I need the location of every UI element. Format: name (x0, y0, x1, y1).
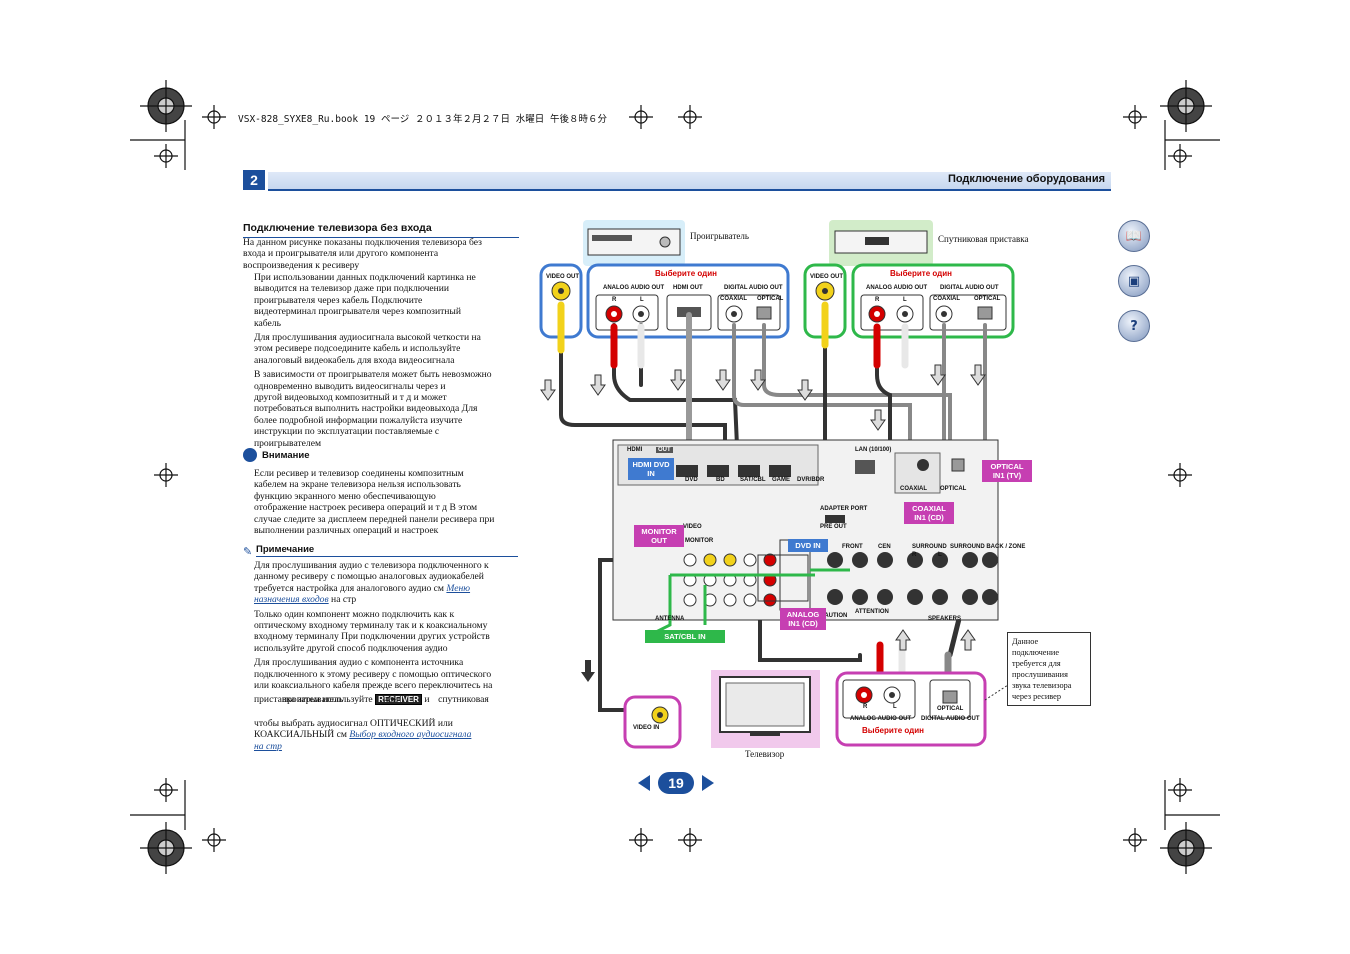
chapter-band: Подключение оборудования (268, 172, 1111, 191)
panel-dvrbdr-label: DVR/BDR (797, 477, 825, 483)
remote-icon[interactable]: ▣ (1118, 265, 1150, 297)
panel-r-label: R (912, 552, 917, 558)
panel-speakers-label: SPEAKERS (928, 616, 962, 622)
satellite-caption: Спутниковая приставка (938, 234, 1029, 244)
panel-surround-label: SURROUND (912, 544, 947, 550)
panel-dvd-label: DVD (685, 477, 698, 483)
panel-lan-label: LAN (10/100) (855, 447, 892, 453)
caution-title: Внимание (262, 450, 310, 461)
tv-video-in-label: VIDEO IN (633, 725, 660, 731)
tag-sat-cbl-in: SAT/CBL IN (645, 630, 725, 643)
pencil-icon: ✎ (243, 545, 253, 558)
panel-attention-label: ATTENTION (855, 609, 889, 615)
tv-analog-label: ANALOG AUDIO OUT (850, 716, 912, 722)
panel-antenna-label: ANTENNA (655, 616, 685, 622)
panel-monitor-label: MONITOR (685, 538, 714, 544)
page-ref-link[interactable]: на стр (254, 740, 282, 752)
tv-video-in-box (623, 695, 682, 749)
panel-front-label: FRONT (842, 544, 863, 550)
intro-text: На данном рисунке показаны подключения т… (243, 237, 482, 271)
section-heading: Подключение телевизора без входа (243, 222, 519, 238)
sat-l-label: L (903, 297, 907, 303)
panel-caution-label: CAUTION (820, 613, 848, 619)
next-page-icon[interactable] (702, 775, 714, 791)
book-icon[interactable]: 📖 (1118, 220, 1150, 252)
tag-hdmi-dvd-in: HDMI DVD IN (628, 458, 674, 480)
player-caption: Проигрыватель (690, 231, 749, 241)
receiver-button-glyph: RECEIVER (375, 694, 422, 706)
tv-l-label: L (893, 704, 897, 710)
panel-l-label: L (938, 552, 942, 558)
player-choose-one: Выберите один (655, 269, 718, 278)
panel-bd-label: BD (716, 477, 725, 483)
panel-satcbl-label: SAT/CBL (740, 477, 766, 483)
player-coaxial-label: COAXIAL (720, 296, 747, 302)
sat-choose-one: Выберите один (890, 269, 953, 278)
panel-hdmi-label: HDMI (627, 447, 643, 453)
panel-preout-label: PRE OUT (820, 524, 847, 530)
note-text: Для прослушивания аудио с телевизора под… (254, 560, 493, 752)
menu-link[interactable]: Меню (446, 582, 471, 594)
bullet-3: В зависимости от проигрывателя может быт… (254, 369, 492, 449)
sat-analog-label: ANALOG AUDIO OUT (866, 285, 928, 291)
caution-text: Если ресивер и телевизор соединены компо… (254, 468, 495, 537)
player-hdmi-label: HDMI OUT (673, 285, 703, 291)
tv-caption: Телевизор (745, 749, 785, 759)
tag-dvd-in: DVD IN (788, 539, 828, 552)
bullet-list: При использовании данных подключений кар… (254, 272, 524, 449)
panel-center-label: CEN (878, 544, 891, 550)
player-video-out-label: VIDEO OUT (546, 274, 580, 280)
sat-coaxial-label: COAXIAL (933, 296, 960, 302)
panel-coaxial-label: COAXIAL (900, 486, 927, 492)
player-analog-label: ANALOG AUDIO OUT (603, 285, 665, 291)
tv-r-label: R (863, 704, 868, 710)
panel-game-label: GAME (772, 477, 790, 483)
sat-r-label: R (875, 297, 880, 303)
panel-out-label: OUT (656, 447, 673, 453)
tag-analog-in1: ANALOG IN1 (CD) (780, 608, 826, 630)
sat-video-out-label: VIDEO OUT (810, 274, 844, 280)
tv-choose-one: Выберите один (862, 726, 925, 735)
panel-optical-label: OPTICAL (940, 486, 967, 492)
tag-coaxial-in1: COAXIAL IN1 (CD) (904, 502, 954, 524)
panel-surround-back-label: SURROUND BACK / ZONE (950, 544, 1026, 550)
player-l-label: L (640, 297, 644, 303)
player-r-label: R (612, 297, 617, 303)
tv-digital-label: DIGITAL AUDIO OUT (921, 716, 980, 722)
panel-video-label: VIDEO (683, 524, 702, 530)
prev-page-icon[interactable] (638, 775, 650, 791)
caution-icon (243, 448, 257, 462)
chapter-number: 2 (243, 170, 265, 190)
tv-optical-label: OPTICAL (937, 706, 964, 712)
connection-diagram (539, 220, 1015, 749)
panel-adapter-label: ADAPTER PORT (820, 506, 868, 512)
player-digital-label: DIGITAL AUDIO OUT (724, 285, 783, 291)
book-header: VSX-828_SYXE8_Ru.book 19 ページ ２０１３年２月２７日 … (238, 114, 607, 125)
help-icon[interactable]: ? (1118, 310, 1150, 342)
sat-optical-label: OPTICAL (974, 296, 1001, 302)
note-title: Примечание (256, 544, 315, 555)
bullet-2: Для прослушивания аудиосигнала высокой ч… (254, 332, 481, 366)
tv-connection-note: Данное подключение требуется для прослуш… (1007, 632, 1091, 706)
chapter-title: Подключение оборудования (947, 173, 1105, 185)
input-assign-link[interactable]: назначения входов (254, 594, 329, 606)
bullet-1: При использовании данных подключений кар… (254, 272, 476, 329)
tag-monitor-out: MONITOR OUT (634, 525, 684, 547)
note-rule (256, 556, 518, 557)
sat-digital-label: DIGITAL AUDIO OUT (940, 285, 999, 291)
tag-optical-in1: OPTICAL IN1 (TV) (982, 460, 1032, 482)
player-optical-label: OPTICAL (757, 296, 784, 302)
page-number: 19 (658, 772, 694, 794)
input-select-link[interactable]: Выбор входного аудиосигнала (349, 729, 472, 741)
